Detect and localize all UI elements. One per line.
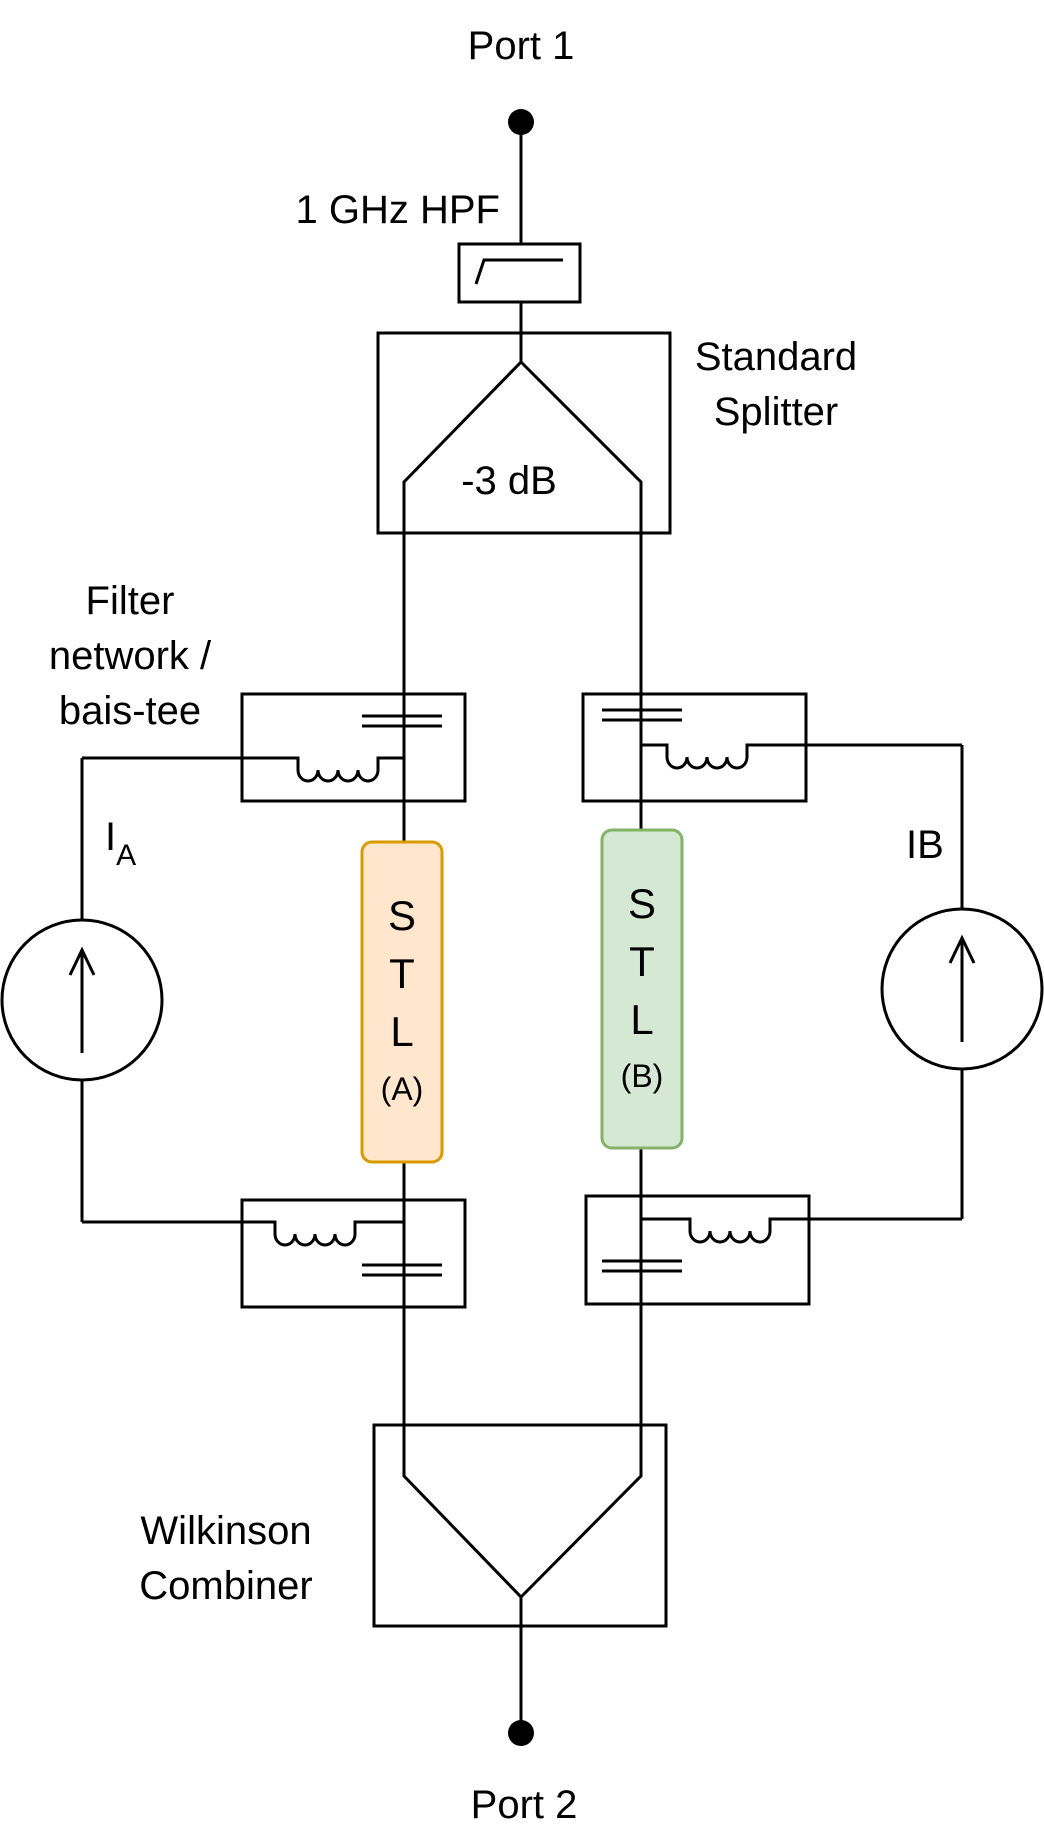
hpf-box <box>457 242 582 304</box>
combiner-box <box>372 1423 668 1628</box>
bias-tee-box <box>584 1194 811 1306</box>
combiner-label-line2: Combiner <box>139 1564 312 1608</box>
filter-label-line3: bais-tee <box>59 689 201 733</box>
current-source-b: IB <box>880 745 1044 1219</box>
stl-a: S T L (A) <box>360 840 444 1164</box>
capacitor-icon <box>362 714 442 728</box>
standard-splitter: -3 dB Standard Splitter <box>376 331 857 535</box>
high-pass-filter-icon <box>474 258 563 285</box>
port-2: Port 2 <box>471 1720 578 1827</box>
inductor-coil-icon <box>641 1217 962 1244</box>
combiner-label-line1: Wilkinson <box>140 1509 311 1553</box>
hpf-label: 1 GHz HPF <box>296 188 500 232</box>
port-2-terminal-icon <box>508 1720 534 1746</box>
bias-tee-b-bottom <box>584 1194 962 1306</box>
current-b-label: IB <box>906 823 944 867</box>
splitter-gain-label: -3 dB <box>461 459 557 503</box>
bias-tee-box <box>240 692 467 803</box>
filter-label-line1: Filter <box>86 579 175 623</box>
capacitor-icon <box>602 708 682 722</box>
stl-b-letter-s: S <box>628 880 656 927</box>
port-2-label: Port 2 <box>471 1783 578 1827</box>
wilkinson-combiner: Wilkinson Combiner <box>139 1423 668 1628</box>
stl-a-letter-t: T <box>389 950 415 997</box>
inductor-coil-icon <box>82 756 404 783</box>
stl-a-box <box>360 840 444 1164</box>
bias-tee-box <box>581 692 808 803</box>
current-source-a: IA <box>0 758 164 1222</box>
bias-tee-a-top <box>82 692 467 803</box>
filter-label-line2: network / <box>49 634 212 678</box>
combiner-triangle <box>402 1425 643 1626</box>
stl-b-letter-t: T <box>629 938 655 985</box>
bias-tee-box <box>240 1198 467 1309</box>
current-source-arrow-icon <box>68 946 96 1053</box>
capacitor-icon <box>362 1263 442 1277</box>
current-a-label: IA <box>105 815 136 872</box>
stl-b: S T L (B) <box>600 828 684 1150</box>
stl-b-suffix: (B) <box>621 1058 664 1094</box>
inductor-coil-icon <box>641 743 962 770</box>
inductor-coil-icon <box>82 1220 404 1247</box>
bias-tee-a-bottom <box>82 1198 467 1309</box>
port-1-label: Port 1 <box>468 24 575 68</box>
splitter-triangle <box>402 333 643 533</box>
stl-b-letter-l: L <box>630 996 653 1043</box>
splitter-label-line1: Standard <box>695 335 857 379</box>
current-source-arrow-icon <box>948 934 976 1042</box>
splitter-label-line2: Splitter <box>714 390 839 434</box>
stl-a-letter-l: L <box>390 1008 413 1055</box>
high-pass-filter: 1 GHz HPF <box>296 188 582 304</box>
stl-b-box <box>600 828 684 1150</box>
bias-tee-b-top <box>581 692 962 803</box>
filter-network-label: Filter network / bais-tee <box>49 579 212 733</box>
port-1: Port 1 <box>468 24 575 135</box>
stl-a-suffix: (A) <box>381 1071 424 1107</box>
capacitor-icon <box>602 1259 682 1273</box>
stl-a-letter-s: S <box>388 892 416 939</box>
